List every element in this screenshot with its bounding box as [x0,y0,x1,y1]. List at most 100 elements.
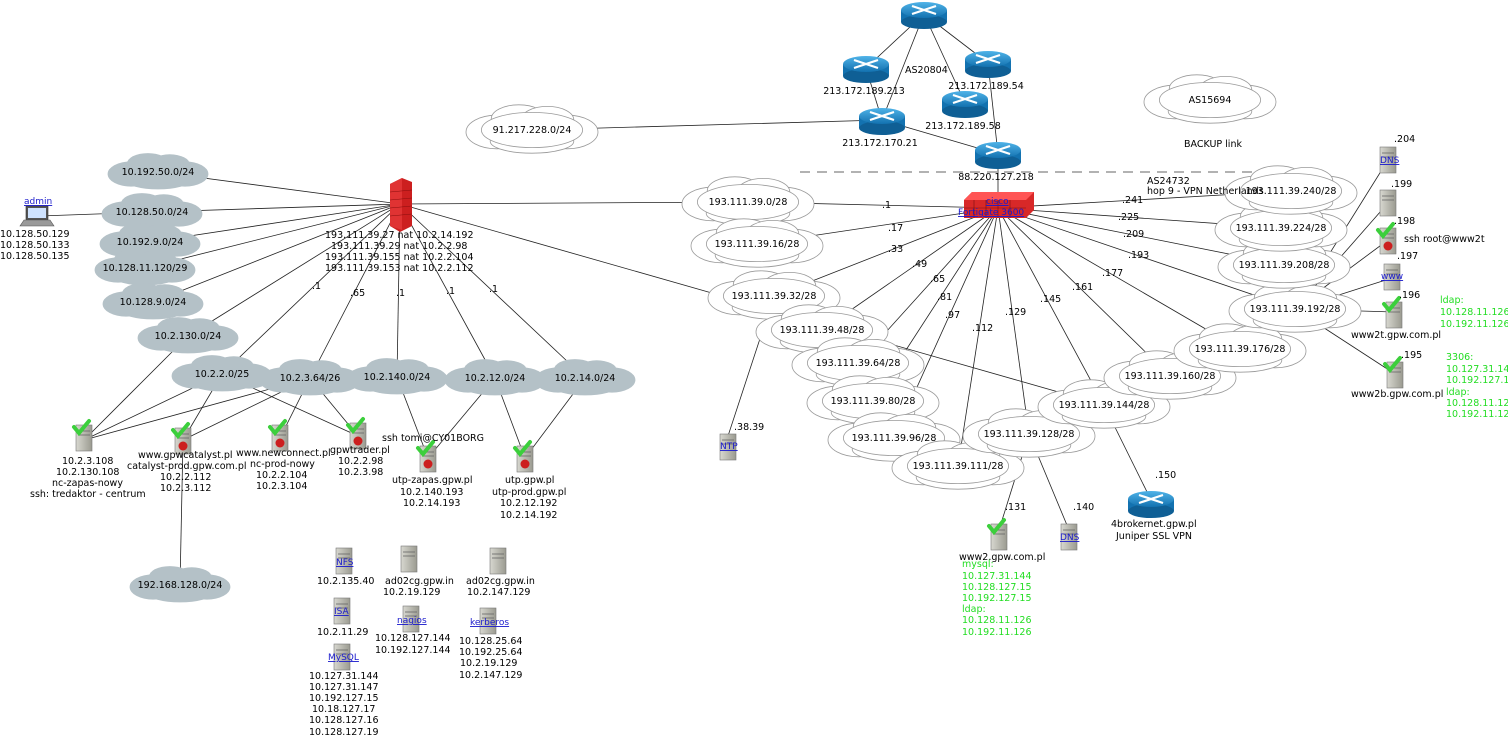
diagram-label: 10.192.127.15 [309,693,379,704]
diagram-label: BACKUP link [1184,139,1242,150]
diagram-label: NFS [336,558,354,568]
diagram-label: www2t.gpw.com.pl [1351,330,1441,341]
cloud-label: 10.2.130.0/24 [155,331,222,342]
cloud-label: 193.111.39.64/28 [816,358,901,369]
diagram-label: www.gpwcatalyst.pl [138,450,233,461]
cloud-label: 193.111.39.0/28 [709,197,788,208]
router-icon: 213.172.189.58 [925,91,1001,132]
diagram-label: 10.192.127.15 [1446,375,1508,386]
cloud-2: 10.128.50.0/24 [101,193,203,230]
diagram-label: 10.128.11.126 [962,615,1032,626]
cloud-label: 193.111.39.208/28 [1239,260,1330,271]
diagram-label: .197 [1397,251,1418,262]
diagram-label: 10.192.11.126 [962,627,1032,638]
diagram-label: 10.127.31.144 [1446,364,1508,375]
cloud-label: 10.192.50.0/24 [122,167,195,178]
cloud-label: 193.111.39.240/28 [1246,186,1337,197]
diagram-label: .38.39 [734,422,764,433]
server-ok-icon [268,419,289,452]
server-icon [333,597,351,625]
diagram-label: 10.2.135.40 [317,576,374,587]
router-icon: 213.172.189.213 [823,56,905,97]
diagram-label: gpwtrader.pl [330,445,390,456]
diagram-label: 10.128.50.129 [0,229,70,240]
diagram-label: ad02cg.gpw.in [385,576,454,587]
diagram-label: 10.2.130.108 [56,467,119,478]
cloud-2: AS15694 [1143,74,1277,124]
router-icon [901,2,947,29]
diagram-label: nc-zapas-nowy [52,478,123,489]
diagram-label: .199 [1391,179,1412,190]
router-icon: 213.172.189.54 [948,51,1024,92]
cloud-label: 193.111.39.192/28 [1250,304,1341,315]
cloud-9: 10.2.140.0/24 [346,358,448,395]
redhat-icon [423,459,433,469]
diagram-label: utp.gpw.pl [505,475,554,486]
server-ok-icon [513,440,534,473]
diagram-label: .129 [1005,307,1026,318]
diagram-label: ssh root@www2t [1404,234,1485,245]
cloud-6: 10.2.130.0/24 [137,317,239,354]
router-label: 213.172.170.21 [842,138,918,149]
server-icon [1383,263,1401,291]
server-icon [335,547,353,575]
cloud-label: 10.128.50.0/24 [116,207,189,218]
check-icon [346,417,365,435]
cloud-1: 10.192.50.0/24 [107,153,209,190]
router-icon: 213.172.170.21 [842,108,918,149]
diagram-label: .1 [882,200,891,211]
diagram-label: 10.192.25.64 [459,647,522,658]
grey-subnet-clouds: 10.192.50.0/2410.128.50.0/2410.192.9.0/2… [94,153,636,603]
diagram-label: .161 [1072,282,1093,293]
diagram-label: .140 [1073,502,1094,513]
diagram-label: .196 [1399,290,1420,301]
diagram-label: 10.128.127.19 [309,727,379,738]
cloud-14: 193.111.39.176/28 [1173,323,1307,373]
redhat-icon [1383,241,1393,251]
cloud-label: 193.111.39.80/28 [831,396,916,407]
diagram-label: 193.111.39.27 nat 10.2.14.192 [325,230,474,241]
diagram-label: .150 [1155,470,1176,481]
diagram-label: nc-prod-nowy [250,459,315,470]
diagram-label: ldap: [1446,387,1470,398]
diagram-label: www [1381,272,1403,282]
diagram-label: ad02cg.gpw.in [466,576,535,587]
diagram-label: AS24732 [1147,176,1190,187]
diagram-label: .81 [937,292,952,303]
diagram-label: .195 [1401,350,1422,361]
cloud-label: 10.128.9.0/24 [120,297,187,308]
cloud-label: 193.111.39.48/28 [780,325,865,336]
diagram-label: 10.128.25.64 [459,636,522,647]
diagram-label: 10.2.3.98 [338,467,383,478]
diagram-label: 10.2.3.112 [160,483,211,494]
check-icon [268,419,287,437]
server-icon [489,547,507,575]
diagram-label: .177 [1102,268,1123,279]
diagram-label: 10.2.140.193 [400,487,463,498]
diagram-label: 10.2.2.104 [256,470,307,481]
cloud-label: 193.111.39.96/28 [852,433,937,444]
cloud-1: 91.217.228.0/24 [465,104,599,154]
server-icon [333,643,351,671]
diagram-label: 10.2.12.192 [500,498,557,509]
server-ok-icon [1376,222,1397,255]
diagram-label: 10.192.127.15 [962,593,1032,604]
diagram-label: .1 [489,284,498,295]
diagram-label: 10.2.19.129 [383,587,440,598]
diagram-label: 10.2.2.112 [160,472,211,483]
cloud-10: 10.2.12.0/24 [444,359,546,396]
check-icon [1376,222,1395,240]
cloud-5: 193.111.39.32/28 [707,270,841,320]
diagram-label: .49 [912,259,927,270]
cloud-3: 193.111.39.0/28 [681,176,815,226]
diagram-label: 10.18.127.17 [312,704,375,715]
cloud-label: 193.111.39.160/28 [1125,371,1216,382]
cloud-4: 193.111.39.16/28 [690,218,824,268]
diagram-label: 10.128.50.135 [0,251,70,262]
diagram-label: ldap: [1440,295,1464,306]
server-ok-icon [987,518,1008,551]
diagram-label: www2.gpw.com.pl [959,552,1045,563]
diagram-label: .65 [930,274,945,285]
diagram-label: ssh: tredaktor - centrum [30,489,146,500]
